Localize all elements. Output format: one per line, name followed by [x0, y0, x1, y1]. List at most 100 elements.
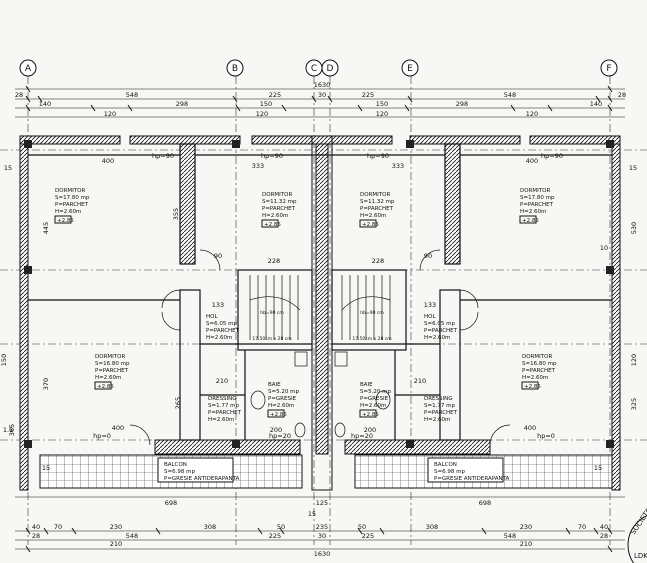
columns: [24, 140, 614, 448]
svg-text:S=5.20 mp: S=5.20 mp: [268, 389, 299, 395]
dim-bottom-small-0: 698: [165, 499, 177, 507]
stamp: SOCIETATE LDK: [627, 500, 647, 563]
svg-text:S=1.77 mp: S=1.77 mp: [424, 403, 455, 409]
dim-int-4: 228: [268, 257, 280, 265]
svg-text:P=GRESIE: P=GRESIE: [268, 396, 297, 402]
dim-top-r3-3: 120: [526, 110, 538, 118]
bottom-dimension-lines: [15, 496, 625, 553]
dim-int-3: 400: [526, 157, 538, 165]
dim-top-r2-1: 298: [176, 100, 188, 108]
grid-label-e: E: [407, 64, 413, 74]
svg-text:P=PARCHET: P=PARCHET: [520, 202, 554, 208]
dim-bottom-r2-0: 28: [32, 532, 40, 540]
svg-text:DORMITOR: DORMITOR: [520, 188, 550, 194]
svg-text:H=2.60m: H=2.60m: [360, 403, 386, 409]
svg-text:S=6.05 mp: S=6.05 mp: [206, 321, 237, 327]
svg-text:H=2.60m: H=2.60m: [424, 335, 450, 341]
dim-top-r2-0: 140: [39, 100, 51, 108]
dim-bottom-small-3: 15: [308, 510, 316, 518]
dim-int-6: 133: [212, 301, 224, 309]
dim-bottom-r1-5: 235: [316, 523, 328, 531]
svg-text:P=PARCHET: P=PARCHET: [360, 206, 394, 212]
svg-text:S=6.05 mp: S=6.05 mp: [424, 321, 455, 327]
dim-bottom-r1-3: 308: [204, 523, 216, 531]
dim-int-0: 400: [102, 157, 114, 165]
svg-text:+2.85: +2.85: [362, 222, 379, 228]
dim-bottom-r2-4: 30: [318, 532, 326, 540]
grid-bubble-f: [600, 59, 618, 77]
dim-top-r3-1: 120: [256, 110, 268, 118]
dim-bottom-r1-10: 40: [600, 523, 608, 531]
svg-text:DORMITOR: DORMITOR: [95, 354, 125, 360]
svg-text:P=PARCHET: P=PARCHET: [206, 328, 240, 334]
dim-side-3: 120: [630, 354, 638, 366]
stamp-text: SOCIETATE: [629, 500, 647, 536]
stair-label-1: hb=90 cm: [360, 310, 384, 316]
height-hp20-b: hp=20: [351, 432, 373, 440]
grid-label-b: B: [232, 64, 238, 74]
svg-text:S=17.80 mp: S=17.80 mp: [520, 195, 555, 201]
svg-text:S=6.98 mp: S=6.98 mp: [164, 469, 195, 475]
dim-top-r1-3: 30: [318, 91, 326, 99]
svg-text:S=1.77 mp: S=1.77 mp: [208, 403, 239, 409]
sanitary-fixtures: [250, 351, 391, 438]
svg-text:+2.85: +2.85: [524, 384, 541, 390]
svg-text:+2.85: +2.85: [362, 412, 379, 418]
dim-bottom-r2-6: 210: [520, 540, 532, 548]
height-hp90-a: hp=90: [152, 152, 174, 160]
doors: [129, 249, 511, 446]
height-hp20-a: hp=20: [269, 432, 291, 440]
dim-bottom-small-4: 15: [42, 464, 50, 472]
dim-int-12: 210: [216, 377, 228, 385]
svg-text:P=PARCHET: P=PARCHET: [522, 368, 556, 374]
dim-top-r2-2: 150: [260, 100, 272, 108]
svg-text:S=16.80 mp: S=16.80 mp: [522, 361, 557, 367]
dim-int-5: 228: [372, 257, 384, 265]
svg-text:DORMITOR: DORMITOR: [55, 188, 85, 194]
dim-int-18: 370: [42, 378, 50, 390]
svg-text:DRESSING: DRESSING: [424, 396, 453, 402]
svg-text:DORMITOR: DORMITOR: [522, 354, 552, 360]
svg-text:+2.85: +2.85: [57, 218, 74, 224]
dim-side-1: 325: [630, 398, 638, 410]
dim-top-total: 1630: [314, 81, 331, 89]
grid-bubble-e: [401, 59, 419, 77]
dim-top-r1-0: 28: [15, 91, 23, 99]
height-hp0-a: hp=0: [93, 432, 111, 440]
dim-top-r2-5: 140: [590, 100, 602, 108]
dim-top-r2-3: 150: [376, 100, 388, 108]
dim-top-r1-5: 548: [504, 91, 516, 99]
exterior-walls: [19, 135, 621, 491]
dim-int-20: 15: [4, 164, 12, 172]
svg-text:S=6.98 mp: S=6.98 mp: [434, 469, 465, 475]
dim-int-9: 400: [524, 424, 536, 432]
svg-text:H=2.60m: H=2.60m: [262, 213, 288, 219]
dim-bottom-r1-2: 230: [110, 523, 122, 531]
svg-text:S=11.32 mp: S=11.32 mp: [262, 199, 297, 205]
dim-int-19: 265: [174, 397, 182, 409]
dim-top-r1-6: 28: [618, 91, 626, 99]
dim-top-r1-2: 225: [269, 91, 281, 99]
height-hp0-b: hp=0: [537, 432, 555, 440]
svg-text:P=PARCHET: P=PARCHET: [262, 206, 296, 212]
grid-label-f: F: [606, 64, 611, 74]
stair-label-3: 17.50cm x 28 cm: [352, 336, 391, 342]
dim-bottom-r1-4: 50: [277, 523, 285, 531]
dim-bottom-r2-3: 225: [269, 532, 281, 540]
dim-top-r2-4: 298: [456, 100, 468, 108]
svg-text:H=2.60m: H=2.60m: [95, 375, 121, 381]
svg-text:BAIE: BAIE: [268, 382, 281, 388]
svg-text:DRESSING: DRESSING: [208, 396, 237, 402]
dim-int-22: 1.5: [3, 426, 13, 434]
dim-side-5: 10: [600, 244, 608, 252]
dim-bottom-r2-7: 548: [504, 532, 516, 540]
